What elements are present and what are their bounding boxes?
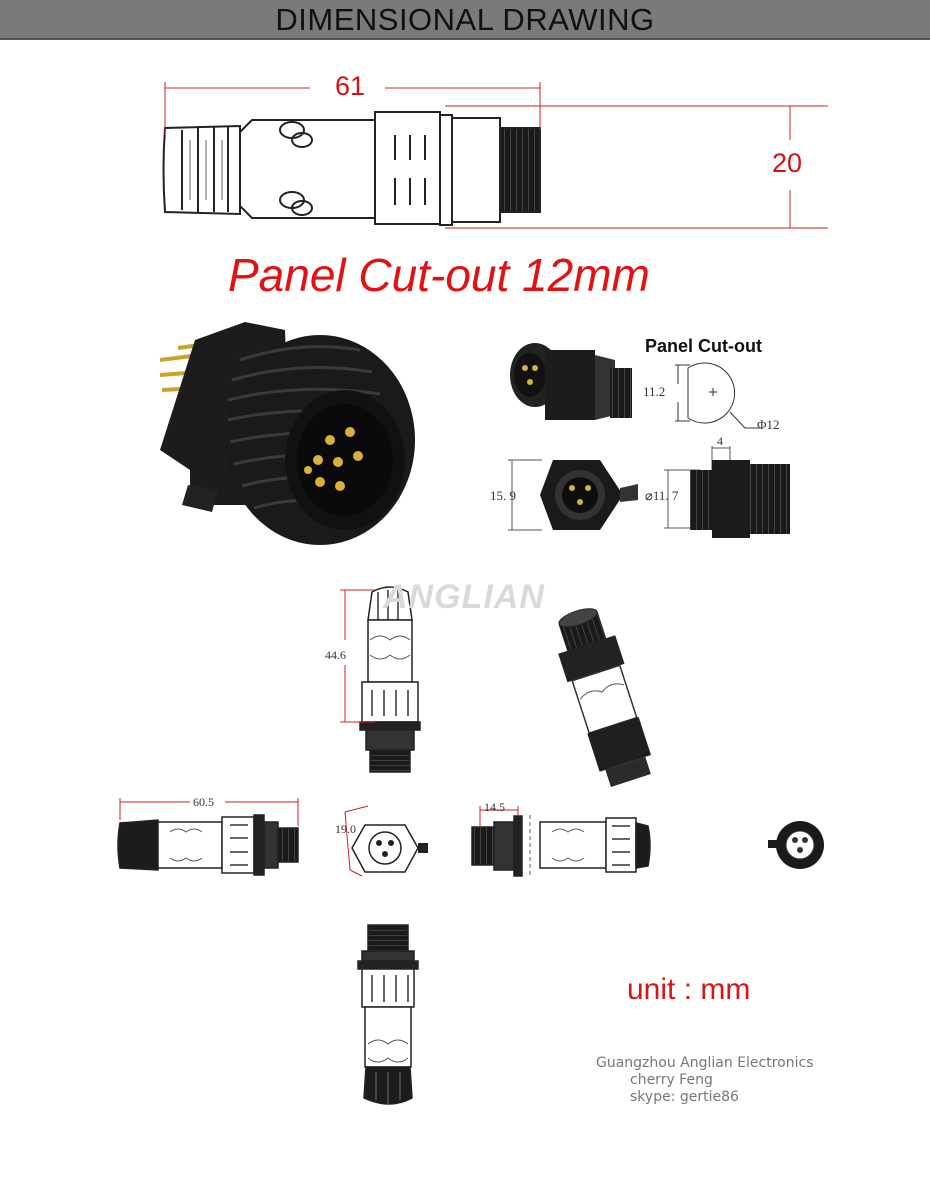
dim-15-9: 15. 9: [490, 488, 516, 503]
dim-11-7: ⌀11. 7: [645, 488, 679, 503]
dim-4: 4: [717, 434, 723, 448]
dim-60-5: 60.5: [193, 795, 214, 809]
vertical-connector-view: [359, 586, 421, 773]
credit-skype: skype: gertie86: [630, 1089, 739, 1105]
rear-view: [768, 821, 824, 869]
horizontal-connector-right: [471, 815, 651, 877]
vertical-dim-44-6: [340, 589, 375, 723]
side-thread-drawing: [664, 446, 790, 538]
dim-14-5: 14.5: [484, 800, 505, 814]
dim-length-61: 61: [335, 71, 366, 101]
horizontal-dim-14-5: [479, 806, 519, 826]
dim-height-20: 20: [772, 148, 803, 178]
dim-44-6: 44.6: [325, 648, 346, 662]
front-nut-dim-19-0: [344, 805, 369, 877]
top-dimension-lines: [164, 82, 828, 229]
panel-cutout-hole-diagram: [675, 362, 760, 429]
panel-connector-photo: [159, 322, 415, 545]
bottom-vertical-connector-view: [357, 924, 419, 1105]
front-nut-view: [351, 824, 428, 873]
dim-19-0: 19.0: [335, 822, 356, 836]
header-bar: DIMENSIONAL DRAWING: [0, 0, 930, 40]
unit-label: unit : mm: [627, 973, 751, 1006]
page-title: DIMENSIONAL DRAWING: [275, 2, 655, 37]
front-face-drawing: [508, 459, 638, 531]
horizontal-connector-left: [117, 814, 299, 876]
credit-name: cherry Feng: [630, 1072, 713, 1088]
top-connector-side-view: [162, 111, 541, 226]
panel-cutout-3d-view: [510, 343, 632, 420]
credit-company: Guangzhou Anglian Electronics: [596, 1055, 814, 1071]
panel-cutout-caption: Panel Cut-out 12mm: [228, 249, 650, 301]
dim-11-2: 11.2: [643, 384, 666, 399]
dim-phi-12: Φ12: [757, 417, 780, 432]
angled-connector-view: [558, 608, 652, 787]
horizontal-dim-60-5: [119, 798, 299, 826]
panel-cutout-title: Panel Cut-out: [645, 336, 762, 356]
watermark-text: ANGLIAN: [383, 578, 545, 616]
